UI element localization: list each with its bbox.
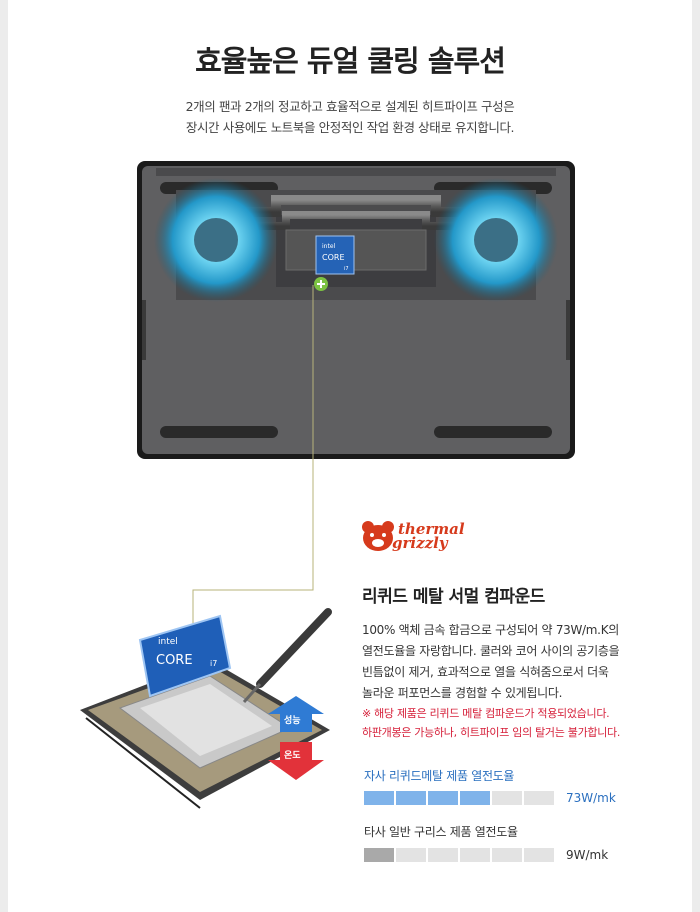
other-bar xyxy=(364,848,554,862)
cpu-illustration: intel CORE i7 성능 온도 xyxy=(80,608,332,809)
subtitle-line-1: 2개의 팬과 2개의 정교하고 효율적으로 설계된 히트파이프 구성은 xyxy=(185,99,515,114)
page: 효율높은 듀얼 쿨링 솔루션 2개의 팬과 2개의 정교하고 효율적으로 설계된… xyxy=(8,0,692,912)
bear-logo-icon xyxy=(362,521,394,551)
laptop-chip-brand: intel xyxy=(322,243,336,250)
section-description: 100% 액체 금속 합금으로 구성되어 약 73W/m.K의 열전도율을 자랑… xyxy=(362,623,620,700)
temperature-down-arrow-icon xyxy=(268,742,324,780)
ours-label: 자사 리퀴드메탈 제품 열전도율 xyxy=(364,769,515,783)
laptop-bottom-illustration: intel CORE i7 xyxy=(137,161,575,459)
page-title: 효율높은 듀얼 쿨링 솔루션 xyxy=(195,44,506,78)
laptop-chip-name: CORE xyxy=(322,253,345,262)
brand-logo-text: thermal grizzly xyxy=(392,520,465,552)
ours-bar xyxy=(364,791,554,805)
notice-text: ※ 해당 제품은 리퀴드 메탈 컴파운드가 적용되었습니다. 하판개봉은 가능하… xyxy=(362,707,621,739)
cpu-tier: i7 xyxy=(210,659,217,668)
ours-value: 73W/mk xyxy=(566,791,616,805)
cpu-brand: intel xyxy=(158,637,178,647)
laptop-chip-tier: i7 xyxy=(344,266,349,272)
syringe-icon xyxy=(242,608,332,703)
subtitle-line-2: 장시간 사용에도 노트북을 안정적인 작업 환경 상태로 유지합니다. xyxy=(185,120,515,135)
other-value: 9W/mk xyxy=(566,848,609,862)
performance-up-arrow-icon xyxy=(268,696,324,732)
other-label: 타사 일반 구리스 제품 열전도율 xyxy=(364,825,518,839)
performance-label: 성능 xyxy=(284,714,301,726)
section-title: 리퀴드 메탈 서멀 컴파운드 xyxy=(362,587,545,607)
temperature-label: 온도 xyxy=(284,750,301,761)
cpu-name: CORE xyxy=(156,653,193,668)
